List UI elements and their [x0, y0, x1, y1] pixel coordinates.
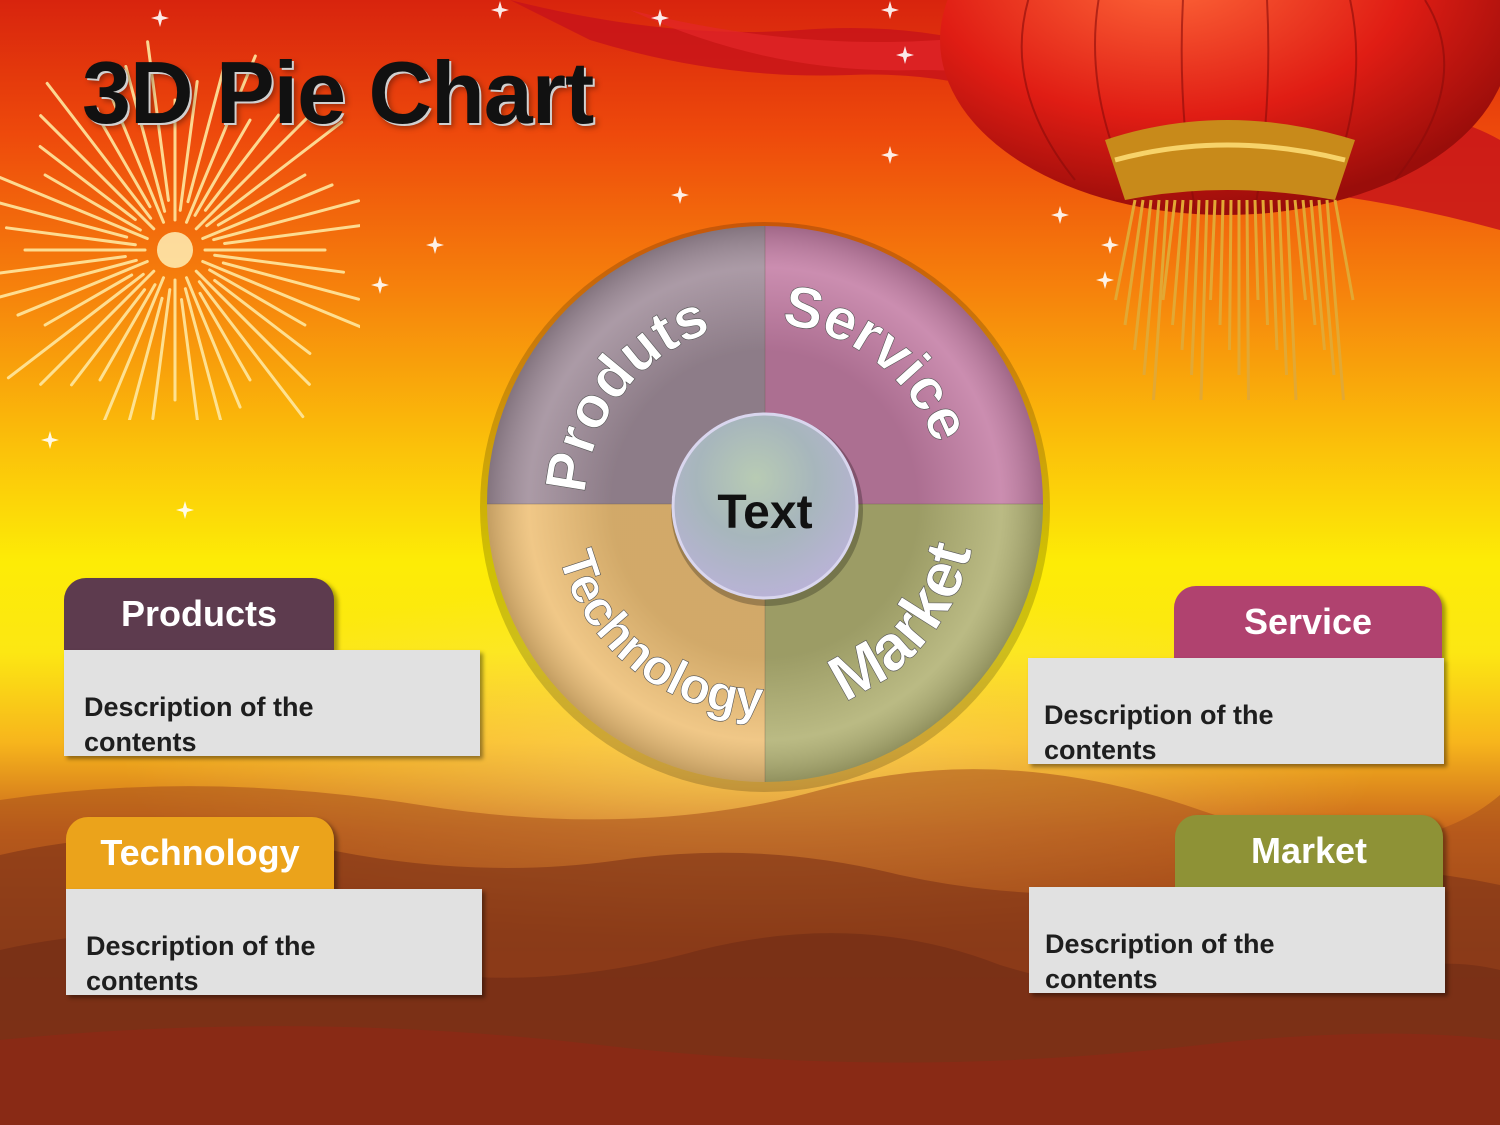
- card-products-description: Description of the contents: [64, 650, 480, 757]
- center-label: Text: [717, 486, 812, 539]
- card-technology-heading: Technology: [66, 817, 334, 889]
- card-technology: Technology Description of the contents: [66, 817, 486, 1002]
- center-hub: [671, 412, 859, 600]
- card-market-description: Description of the contents: [1029, 887, 1445, 994]
- card-products-heading: Products: [64, 578, 334, 650]
- card-market: Market Description of the contents: [1029, 815, 1449, 1000]
- red-lantern: [940, 0, 1500, 401]
- card-market-heading: Market: [1175, 815, 1443, 887]
- card-technology-description: Description of the contents: [66, 889, 482, 996]
- pie-diagram: Produts Service Market Technology Text: [480, 222, 1050, 792]
- slide-title: 3D Pie Chart: [82, 43, 594, 142]
- card-service-description: Description of the contents: [1028, 658, 1444, 765]
- firework-burst: [0, 40, 360, 420]
- sparkles: [41, 1, 1119, 519]
- card-products: Products Description of the contents: [64, 578, 484, 763]
- card-service: Service Description of the contents: [1028, 586, 1448, 771]
- card-service-heading: Service: [1174, 586, 1442, 658]
